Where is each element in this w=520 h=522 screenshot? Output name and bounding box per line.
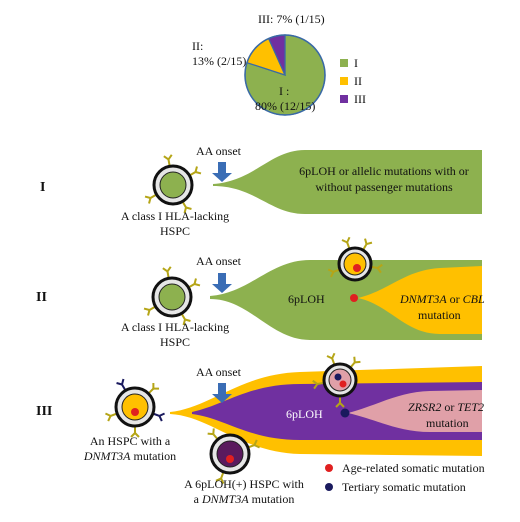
mutated-cell-III <box>311 352 362 408</box>
hspc-cell-III-dnmt3a <box>104 378 166 438</box>
clone-expansion-III-pink <box>348 390 482 432</box>
row-III-lane-6pLOH: 6pLOH <box>286 407 323 421</box>
row-I-onset: AA onset <box>196 144 242 158</box>
row-label-III: III <box>36 404 52 419</box>
down-arrow-III <box>212 383 232 403</box>
hspc-cell-II <box>143 265 201 326</box>
pie-legend: I II III <box>340 56 366 106</box>
row-II-cell-label-2: HSPC <box>160 335 190 349</box>
row-III-bottom-label-1: A 6pLOH(+) HSPC with <box>184 477 304 491</box>
pie-label-II-1: II: <box>192 39 203 53</box>
pie-label-I-1: I : <box>279 84 289 98</box>
legend-navy-dot <box>325 483 333 491</box>
row-III-mutation-line1: ZRSR2 or TET2 <box>408 400 484 414</box>
pie-label-II-2: 13% (2/15) <box>192 54 246 68</box>
row-I-text-1: 6pLOH or allelic mutations with or <box>299 164 469 178</box>
pie-chart <box>244 34 326 116</box>
legend-red-label: Age-related somatic mutation <box>342 461 485 475</box>
row-III-onset: AA onset <box>196 365 242 379</box>
age-related-mutation-dot-II <box>350 294 358 302</box>
row-III-bottom-label-2: a DNMT3A mutation <box>194 492 295 506</box>
clone-expansion-I <box>213 150 482 214</box>
hspc-cell-I <box>144 153 202 214</box>
row-II-mutation-line2: mutation <box>418 308 461 322</box>
mutated-cell-II <box>327 236 384 282</box>
down-arrow-I <box>212 162 232 182</box>
hspc-cell-III-6ploh <box>206 427 261 485</box>
legend-label-III: III <box>354 92 366 106</box>
row-II-cell-label-1: A class I HLA-lacking <box>121 320 229 334</box>
legend-label-II: II <box>354 74 362 88</box>
legend-swatch-III <box>340 95 348 103</box>
row-I-cell-label-2: HSPC <box>160 224 190 238</box>
row-I-cell-label-1: A class I HLA-lacking <box>121 209 229 223</box>
row-II-lane-6pLOH: 6pLOH <box>288 292 325 306</box>
row-label-I: I <box>40 180 45 195</box>
legend-navy-label: Tertiary somatic mutation <box>342 480 466 494</box>
row-I-text-2: without passenger mutations <box>315 180 453 194</box>
row-III-left-label-1: An HSPC with a <box>90 434 171 448</box>
clone-expansion-II-yellow <box>358 266 482 334</box>
row-II-mutation-line1: DNMT3A or CBL <box>399 292 485 306</box>
row-III-left-label-2: DNMT3A mutation <box>83 449 176 463</box>
down-arrow-II <box>212 273 232 293</box>
row-II-onset: AA onset <box>196 254 242 268</box>
pie-label-III: III: 7% (1/15) <box>258 12 325 26</box>
pie-label-I-2: 80% (12/15) <box>255 99 315 113</box>
row-III-mutation-line2: mutation <box>426 416 469 430</box>
legend-red-dot <box>325 464 333 472</box>
row-label-II: II <box>36 290 47 305</box>
legend-label-I: I <box>354 56 358 70</box>
legend-swatch-II <box>340 77 348 85</box>
legend-swatch-I <box>340 59 348 67</box>
tertiary-mutation-dot-III <box>340 408 350 418</box>
